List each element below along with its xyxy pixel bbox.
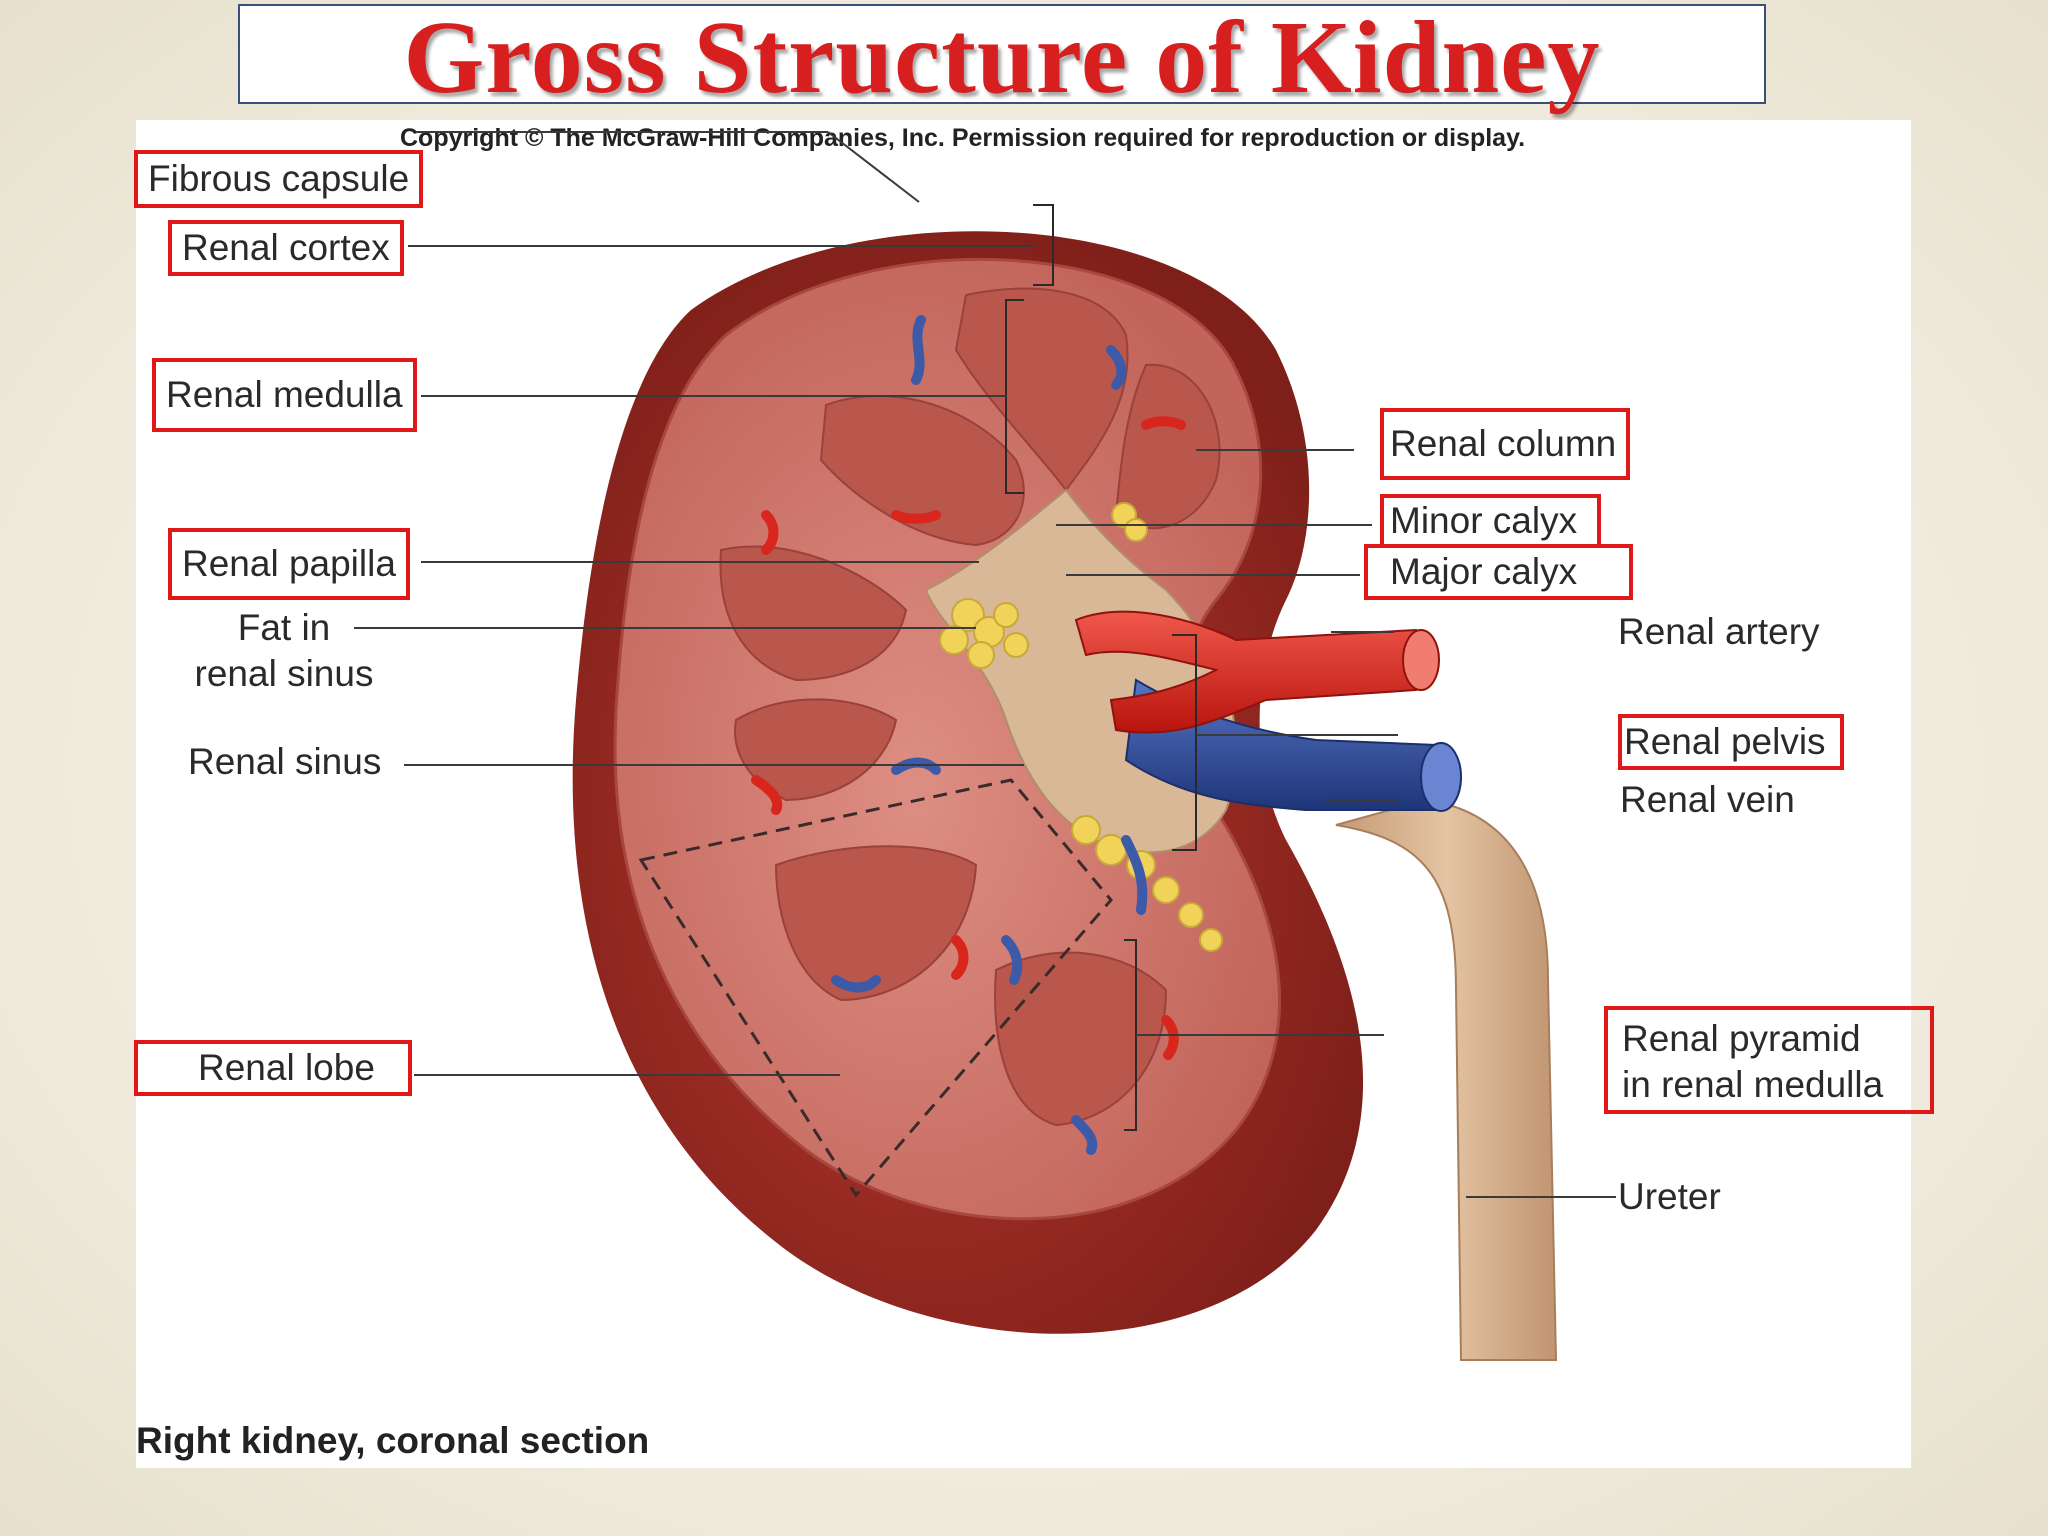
renal-lobe-outline <box>638 778 1113 1198</box>
fat-deposits <box>939 502 1223 952</box>
renal-vein-end <box>1420 742 1462 812</box>
interlobar-vessels <box>751 315 1186 1155</box>
label-renal-vein: Renal vein <box>1620 779 1795 820</box>
label-fat-in-renal-sinus-2: renal sinus <box>194 653 374 694</box>
label-ureter: Ureter <box>1618 1176 1721 1217</box>
leader-lines <box>354 131 1616 1198</box>
label-fat-in-renal-sinus-1: Fat in <box>237 607 331 648</box>
label-renal-column: Renal column <box>1380 408 1631 480</box>
page-title: Gross Structure of Kidney <box>403 0 1601 115</box>
label-renal-pyramid: Renal pyramid in renal medulla <box>1604 1006 1934 1114</box>
label-renal-cortex: Renal cortex <box>168 220 404 276</box>
label-renal-sinus: Renal sinus <box>188 741 382 782</box>
ureter-shape <box>1335 798 1558 1361</box>
label-renal-lobe: Renal lobe <box>134 1040 412 1096</box>
renal-pyramids <box>719 287 1221 1127</box>
title-box: Gross Structure of Kidney <box>238 4 1766 112</box>
renal-artery-shape <box>1074 610 1417 734</box>
label-major-calyx: Major calyx <box>1364 544 1634 600</box>
copyright-notice: Copyright © The McGraw-Hill Companies, I… <box>400 124 1526 152</box>
kidney-illustration <box>354 131 1616 1361</box>
label-renal-pyramid-line2: in renal medulla <box>1622 1064 1884 1105</box>
label-renal-pyramid-line1: Renal pyramid <box>1622 1018 1861 1059</box>
label-minor-calyx: Minor calyx <box>1380 494 1602 548</box>
figure-caption: Right kidney, coronal section <box>136 1420 650 1461</box>
renal-artery-end <box>1402 629 1440 691</box>
label-renal-artery: Renal artery <box>1618 611 1820 652</box>
label-renal-medulla: Renal medulla <box>152 358 417 432</box>
label-renal-papilla: Renal papilla <box>168 528 410 600</box>
label-fibrous-capsule: Fibrous capsule <box>134 150 424 208</box>
diagram-panel: Copyright © The McGraw-Hill Companies, I… <box>134 120 1934 1468</box>
label-renal-pelvis: Renal pelvis <box>1618 714 1844 770</box>
